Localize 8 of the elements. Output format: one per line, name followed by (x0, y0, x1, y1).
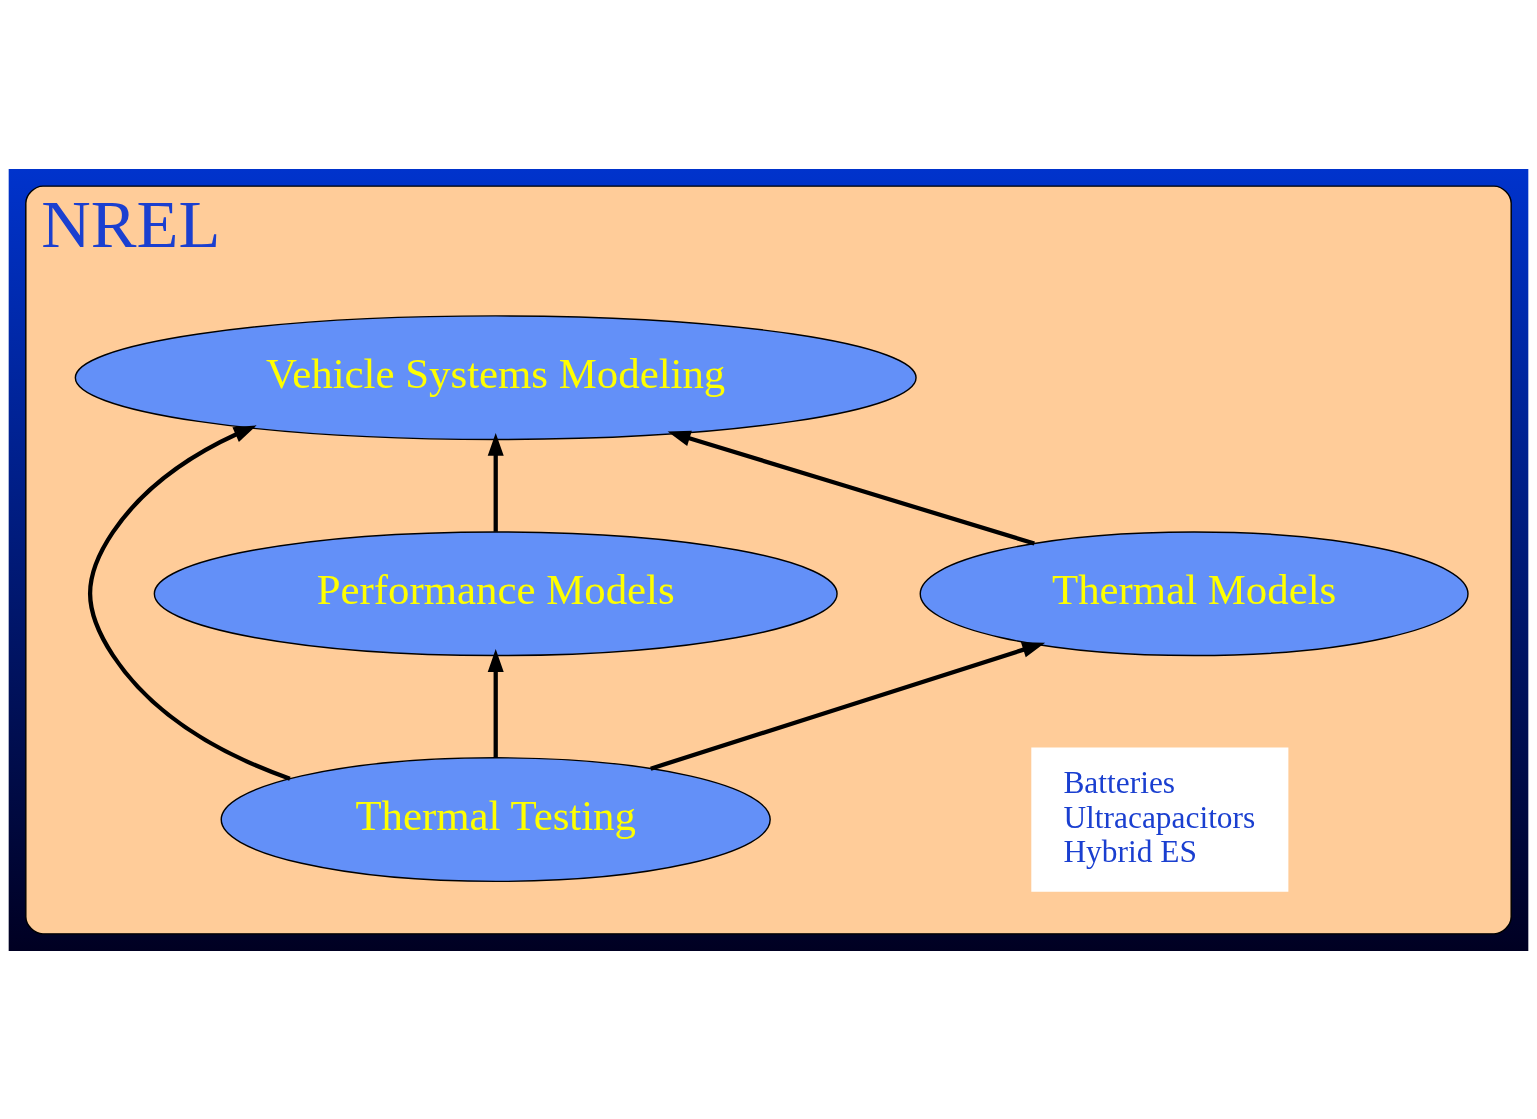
node-ellipse: Thermal Testing (220, 756, 771, 882)
arrow (667, 430, 1035, 546)
arrow (487, 432, 504, 532)
arrow (650, 641, 1046, 771)
node-ellipse: Performance Models (153, 530, 838, 656)
arrow (487, 648, 504, 758)
node-box: Batteries Ultracapacitors Hybrid ES (1031, 746, 1289, 892)
arrow (87, 424, 291, 781)
